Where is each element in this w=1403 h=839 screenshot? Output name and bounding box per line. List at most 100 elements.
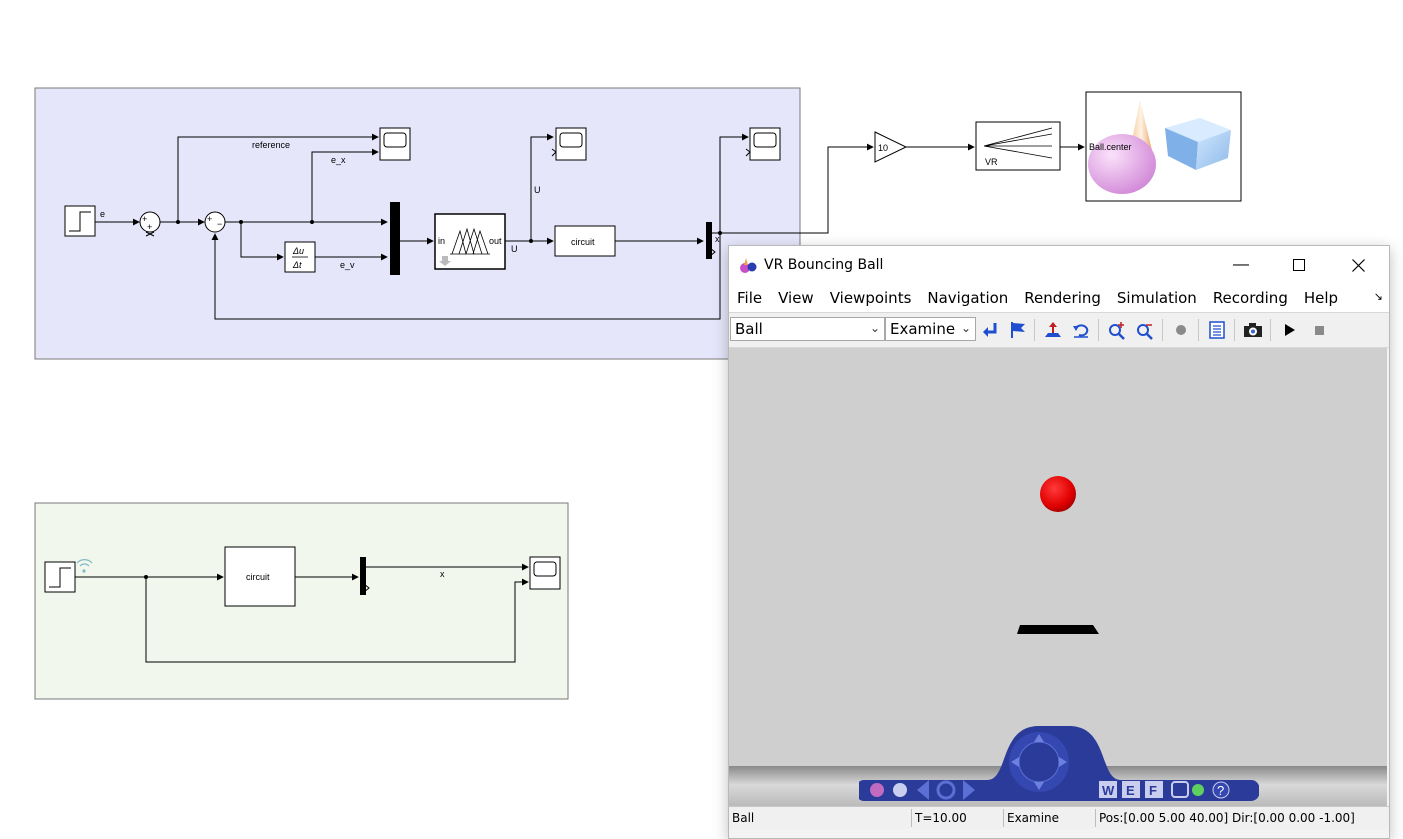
maximize-icon[interactable] <box>1276 246 1322 284</box>
status-mode: Examine <box>1004 809 1096 827</box>
play-icon[interactable] <box>1278 319 1300 341</box>
toolbar-separator <box>1098 319 1099 341</box>
derivative-numerator: Δu <box>292 246 304 256</box>
demux-block-2[interactable] <box>360 557 366 595</box>
nav-e-label: E <box>1126 783 1135 798</box>
circuit-block-2-label: circuit <box>246 572 270 582</box>
nav-f-label: F <box>1149 783 1157 798</box>
scope-block-reference[interactable] <box>379 127 411 161</box>
menu-simulation[interactable]: Simulation <box>1116 289 1197 307</box>
menu-help[interactable]: Help <box>1303 289 1339 307</box>
step-block[interactable] <box>64 205 96 237</box>
sum2-sign-plus: + <box>207 214 212 224</box>
menu-viewpoints[interactable]: Viewpoints <box>829 289 912 307</box>
chevron-down-icon: ⌄ <box>960 321 971 335</box>
vr-viewer-window[interactable]: VR Bouncing Ball — File View Viewpoints … <box>728 245 1390 839</box>
demux-block[interactable] <box>706 222 712 259</box>
nav-e-button[interactable] <box>1122 781 1140 798</box>
fuzzy-out-port-label: out <box>489 236 502 246</box>
viewpoint-select[interactable]: Ball ⌄ <box>730 317 885 341</box>
gain-value: 10 <box>878 143 888 153</box>
chevron-down-icon: ⌄ <box>869 321 880 335</box>
circuit-block-label: circuit <box>571 237 595 247</box>
bouncing-ball <box>1040 476 1076 512</box>
snapshot-camera-icon[interactable] <box>1242 319 1264 341</box>
nav-joystick[interactable] <box>1009 732 1069 792</box>
nav-light-icon[interactable] <box>1192 784 1204 796</box>
signal-label-e-v: e_v <box>340 260 355 270</box>
straighten-up-icon[interactable] <box>1042 319 1064 341</box>
nav-left-arrow-icon[interactable] <box>917 780 929 800</box>
viewpoint-list-icon[interactable] <box>1206 319 1228 341</box>
vr-sink-label: VR <box>985 157 998 167</box>
top-subsystem-area <box>34 87 801 360</box>
title-bar[interactable]: VR Bouncing Ball — <box>729 246 1389 284</box>
undo-move-icon[interactable] <box>1070 319 1092 341</box>
vr-world-block[interactable] <box>1085 91 1242 202</box>
menu-overflow-icon[interactable]: ↘ <box>1373 291 1383 303</box>
nav-help-icon[interactable] <box>1212 781 1230 799</box>
headlight-icon[interactable] <box>1170 319 1192 341</box>
scope-block-bottom[interactable] <box>529 556 561 590</box>
vr-3d-viewport[interactable]: W E F ? <box>729 348 1387 808</box>
signal-label-u-branch: U <box>534 185 541 195</box>
signal-label-reference: reference <box>252 140 290 150</box>
fuzzy-in-port-label: in <box>438 236 445 246</box>
nav-center-icon[interactable] <box>936 780 956 800</box>
nav-w-label: W <box>1102 783 1115 798</box>
navigation-select-value: Examine <box>890 320 956 338</box>
viewpoint-flag-icon[interactable] <box>1007 319 1029 341</box>
toolbar-separator <box>1234 319 1235 341</box>
menu-recording[interactable]: Recording <box>1212 289 1288 307</box>
toolbar-separator <box>1198 319 1199 341</box>
zoom-out-icon[interactable] <box>1134 319 1156 341</box>
nav-close-icon[interactable] <box>870 783 884 797</box>
menu-view[interactable]: View <box>778 289 814 307</box>
sum1-sign-bottom: + <box>147 222 152 232</box>
minimize-icon[interactable]: — <box>1233 256 1249 273</box>
floor-platform <box>1017 625 1099 634</box>
toolbar-separator <box>1034 319 1035 341</box>
menu-navigation[interactable]: Navigation <box>927 289 1009 307</box>
navigation-select[interactable]: Examine ⌄ <box>885 317 976 341</box>
toolbar-separator <box>1270 319 1271 341</box>
close-icon[interactable] <box>1335 246 1381 284</box>
sum2-sign-minus: − <box>217 219 222 229</box>
derivative-denominator: Δt <box>292 260 302 270</box>
menu-rendering[interactable]: Rendering <box>1024 289 1101 307</box>
navigation-panel[interactable]: W E F ? <box>859 718 1259 808</box>
toolbar: Ball ⌄ Examine ⌄ <box>729 312 1389 348</box>
scope-block-position[interactable] <box>745 127 781 161</box>
signal-label-u: U <box>511 244 518 254</box>
toolbar-separator <box>1162 319 1163 341</box>
gain-block[interactable] <box>874 131 908 163</box>
sum1-sign-top: + <box>142 214 147 224</box>
step-block-2[interactable] <box>44 561 76 593</box>
nav-right-arrow-icon[interactable] <box>963 780 975 800</box>
signal-label-e: e <box>100 209 105 219</box>
status-position: Pos:[0.00 5.00 40.00] Dir:[0.00 0.00 -1.… <box>1099 811 1355 825</box>
window-title: VR Bouncing Ball <box>764 257 884 273</box>
mux-block[interactable] <box>390 202 400 275</box>
nav-minimize-icon[interactable] <box>893 783 907 797</box>
menu-file[interactable]: File <box>737 289 763 307</box>
fuzzy-logic-controller-block[interactable] <box>434 213 506 270</box>
nav-help-label: ? <box>1217 783 1224 798</box>
circuit-block-2[interactable] <box>224 546 296 607</box>
nav-fullscreen-icon[interactable] <box>1171 781 1189 798</box>
return-to-viewpoint-icon[interactable] <box>979 319 1001 341</box>
vr-sink-block[interactable] <box>975 121 1061 171</box>
scope-block-control[interactable] <box>551 127 587 161</box>
viewpoint-select-value: Ball <box>735 320 763 338</box>
signal-label-x: x <box>715 234 720 244</box>
nav-w-button[interactable] <box>1099 781 1117 798</box>
derivative-block[interactable] <box>284 241 316 273</box>
vr-app-icon <box>738 256 758 274</box>
menu-bar: File View Viewpoints Navigation Renderin… <box>729 284 1389 312</box>
stop-icon[interactable] <box>1308 319 1330 341</box>
nav-f-button[interactable] <box>1145 781 1163 798</box>
status-bar: Ball T=10.00 Examine Pos:[0.00 5.00 40.0… <box>729 806 1389 829</box>
zoom-in-icon[interactable] <box>1106 319 1128 341</box>
bottom-subsystem-area <box>34 502 569 700</box>
